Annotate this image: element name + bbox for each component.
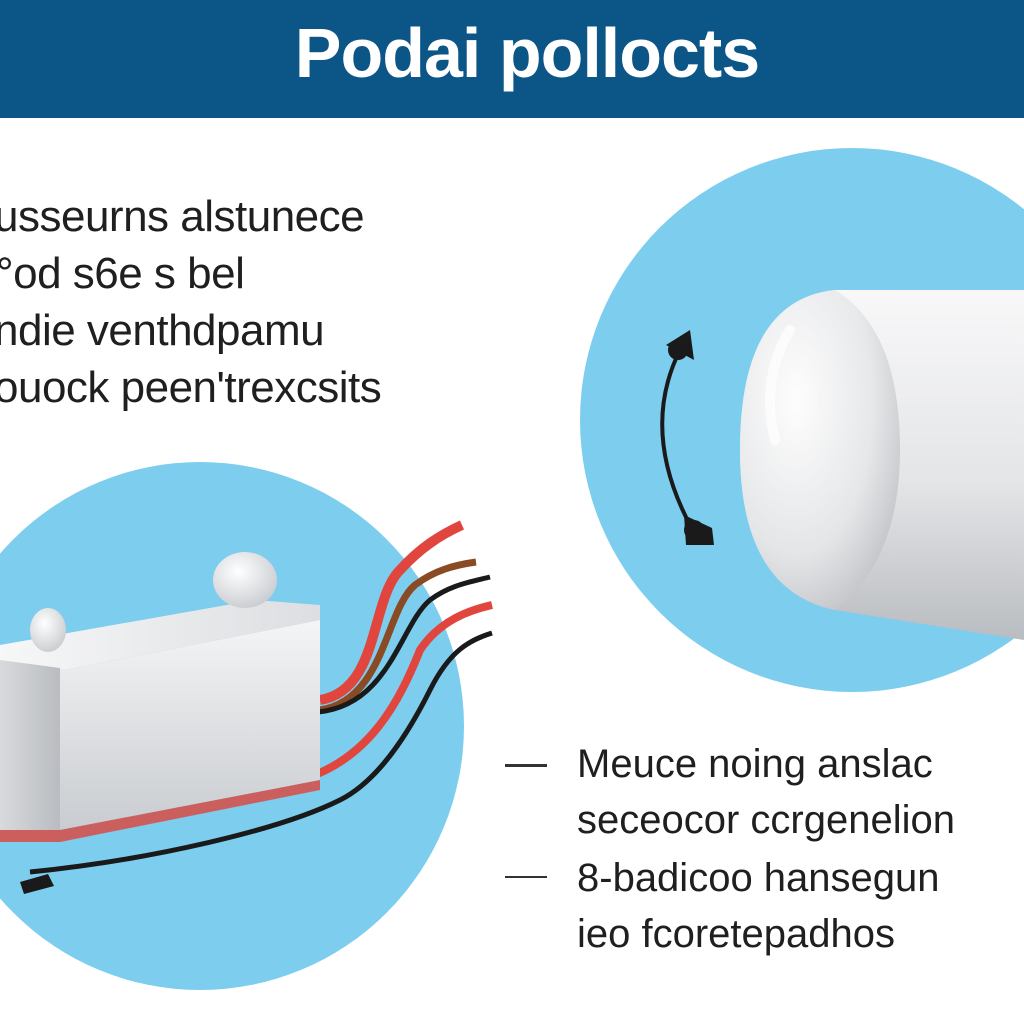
intro-text-block: usseurns alstunece °od s6e s bel ndie ᴠe…: [0, 188, 470, 416]
dash-icon: [505, 764, 547, 767]
battery-device-icon: [0, 552, 320, 842]
capsule-illustration: [580, 148, 1024, 692]
intro-line: ndie ᴠenthdpamu: [0, 306, 325, 355]
dash-icon: [505, 876, 547, 878]
bullet-item: Meuce noing anslac seceocor ccrgenelion: [505, 736, 1024, 848]
bullet-line: Meuce noing anslac: [577, 742, 933, 786]
intro-line: °od s6e s bel: [0, 249, 245, 298]
intro-line: ouock peen'trexcsits: [0, 363, 382, 412]
capsule-pod-icon: [740, 290, 1024, 640]
header-bar: Podai pollocts: [0, 0, 1024, 118]
bullet-line: ieo fcoretepadhos: [577, 912, 896, 956]
page-title: Podai pollocts: [294, 14, 760, 92]
bullet-item: 8-badicoo hansegun ieo fcoretepadhos: [505, 850, 1024, 962]
bullet-line: seceocor ccrgenelion: [577, 798, 955, 842]
intro-line: usseurns alstunece: [0, 192, 365, 241]
bullet-line: 8-badicoo hansegun: [577, 856, 940, 900]
wires: [20, 520, 493, 894]
device-illustration: [0, 462, 493, 990]
bullet-list: Meuce noing anslac seceocor ccrgenelion …: [505, 736, 1024, 962]
rotation-arrow-icon: [660, 330, 714, 545]
